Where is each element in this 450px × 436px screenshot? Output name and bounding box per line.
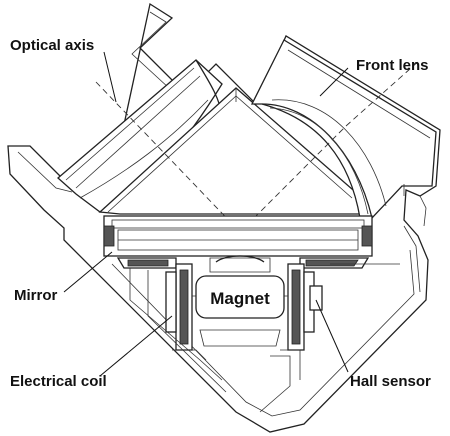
front-lens-label: Front lens [356,57,429,74]
front-lens [250,39,437,219]
mirror-mount [116,255,370,273]
optical-axis-lines [95,59,421,233]
electrical-coil-label: Electrical coil [10,373,107,390]
lower-frame [129,263,400,413]
hall-sensor-label: Hall sensor [350,373,431,390]
coil-assembly [165,263,323,351]
housing-outline [7,2,441,433]
mirror-plate [103,215,373,257]
mirror-label: Mirror [14,287,58,304]
optical-axis-label: Optical axis [10,37,94,54]
magnet-label: Magnet [210,289,270,308]
leader-lines [63,51,349,377]
magnet-block [195,275,285,319]
